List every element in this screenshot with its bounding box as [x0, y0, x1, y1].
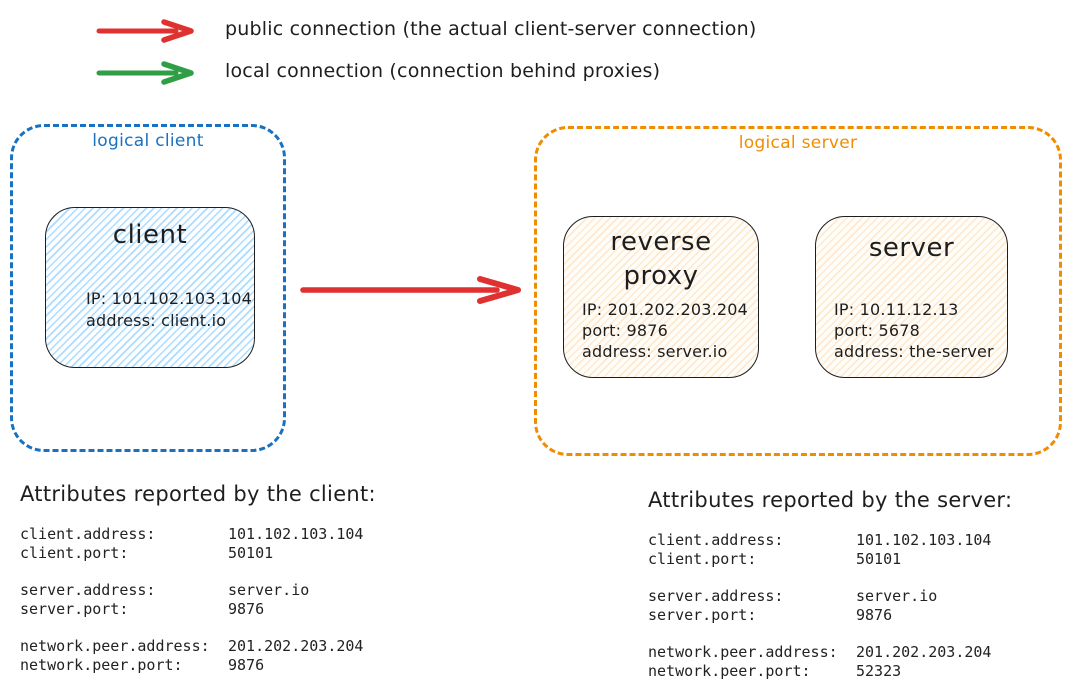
attributes-client-block: Attributes reported by the client: clien…: [20, 482, 376, 691]
table-row: server.address: server.io: [20, 581, 376, 600]
reverse-proxy-node-details: IP: 201.202.203.204 port: 9876 address: …: [582, 299, 748, 362]
table-row: server.port: 9876: [20, 600, 376, 619]
attributes-client-group-client: client.address: 101.102.103.104 client.p…: [20, 525, 376, 563]
legend-local-label: local connection (connection behind prox…: [225, 60, 661, 82]
client-to-server-arrow-icon: [300, 276, 521, 304]
client-node-title: client: [112, 220, 188, 250]
attr-value: server.io: [856, 587, 938, 605]
attr-label: server.address:: [20, 581, 156, 599]
attr-value: 101.102.103.104: [856, 531, 992, 549]
attr-value: 9876: [228, 600, 265, 618]
attributes-server-block: Attributes reported by the server: clien…: [648, 488, 1012, 691]
table-row: server.address: server.io: [648, 587, 1012, 606]
legend-public-label: public connection (the actual client-ser…: [225, 18, 757, 40]
attr-value: 52323: [856, 662, 902, 680]
table-row: network.peer.address: 201.202.203.204: [20, 637, 376, 656]
server-node-address: address: the-server: [834, 342, 994, 361]
attr-label: server.port:: [648, 606, 757, 624]
table-row: network.peer.address: 201.202.203.204: [648, 643, 1012, 662]
server-node: server IP: 10.11.12.13 port: 5678 addres…: [815, 216, 1008, 378]
attr-value: 9876: [228, 656, 265, 674]
attr-label: client.address:: [20, 525, 156, 543]
attr-value: server.io: [228, 581, 310, 599]
logical-client-group: logical client client IP: 101.102.103.10…: [10, 124, 286, 452]
attr-label: client.address:: [648, 531, 784, 549]
attr-label: server.address:: [648, 587, 784, 605]
server-node-title: server: [868, 233, 955, 263]
server-node-port: port: 5678: [834, 321, 920, 340]
attributes-server-title: Attributes reported by the server:: [648, 488, 1013, 512]
attributes-client-group-network: network.peer.address: 201.202.203.204 ne…: [20, 637, 376, 675]
attr-value: 9876: [856, 606, 893, 624]
reverse-proxy-ip: IP: 201.202.203.204: [582, 300, 749, 319]
client-node-details: IP: 101.102.103.104 address: client.io: [86, 288, 252, 332]
table-row: client.port: 50101: [20, 544, 376, 563]
attr-label: network.peer.address:: [648, 643, 838, 661]
table-row: network.peer.port: 52323: [648, 662, 1012, 681]
server-node-ip: IP: 10.11.12.13: [834, 300, 959, 319]
attributes-server-group-client: client.address: 101.102.103.104 client.p…: [648, 531, 1012, 569]
attr-label: client.port:: [648, 550, 757, 568]
reverse-proxy-node: reverse proxy IP: 201.202.203.204 port: …: [563, 216, 759, 378]
attr-value: 201.202.203.204: [856, 643, 992, 661]
table-row: client.address: 101.102.103.104: [20, 525, 376, 544]
table-row: client.port: 50101: [648, 550, 1012, 569]
logical-client-label: logical client: [92, 131, 204, 151]
server-node-details: IP: 10.11.12.13 port: 5678 address: the-…: [834, 299, 994, 362]
attributes-server-group-network: network.peer.address: 201.202.203.204 ne…: [648, 643, 1012, 681]
attributes-client-title: Attributes reported by the client:: [20, 482, 376, 506]
reverse-proxy-node-title: reverse proxy: [610, 227, 712, 291]
logical-server-group: logical server reverse proxy IP: 201.202…: [534, 126, 1062, 456]
reverse-proxy-port: port: 9876: [582, 321, 668, 340]
table-row: client.address: 101.102.103.104: [648, 531, 1012, 550]
client-node-address: address: client.io: [86, 311, 227, 330]
attr-value: 101.102.103.104: [228, 525, 364, 543]
attr-value: 50101: [856, 550, 902, 568]
table-row: network.peer.port: 9876: [20, 656, 376, 675]
public-connection-arrow-icon: [96, 19, 194, 43]
attr-label: network.peer.port:: [648, 662, 811, 680]
logical-server-label: logical server: [738, 133, 858, 153]
attr-label: network.peer.address:: [20, 637, 210, 655]
attr-label: server.port:: [20, 600, 129, 618]
client-node-ip: IP: 101.102.103.104: [86, 289, 253, 308]
attr-value: 50101: [228, 544, 274, 562]
reverse-proxy-address: address: server.io: [582, 342, 728, 361]
client-node: client IP: 101.102.103.104 address: clie…: [45, 207, 255, 368]
local-connection-arrow-icon: [96, 61, 194, 85]
table-row: server.port: 9876: [648, 606, 1012, 625]
attributes-server-group-server: server.address: server.io server.port: 9…: [648, 587, 1012, 625]
attr-label: client.port:: [20, 544, 129, 562]
attr-value: 201.202.203.204: [228, 637, 364, 655]
attr-label: network.peer.port:: [20, 656, 183, 674]
attributes-client-group-server: server.address: server.io server.port: 9…: [20, 581, 376, 619]
